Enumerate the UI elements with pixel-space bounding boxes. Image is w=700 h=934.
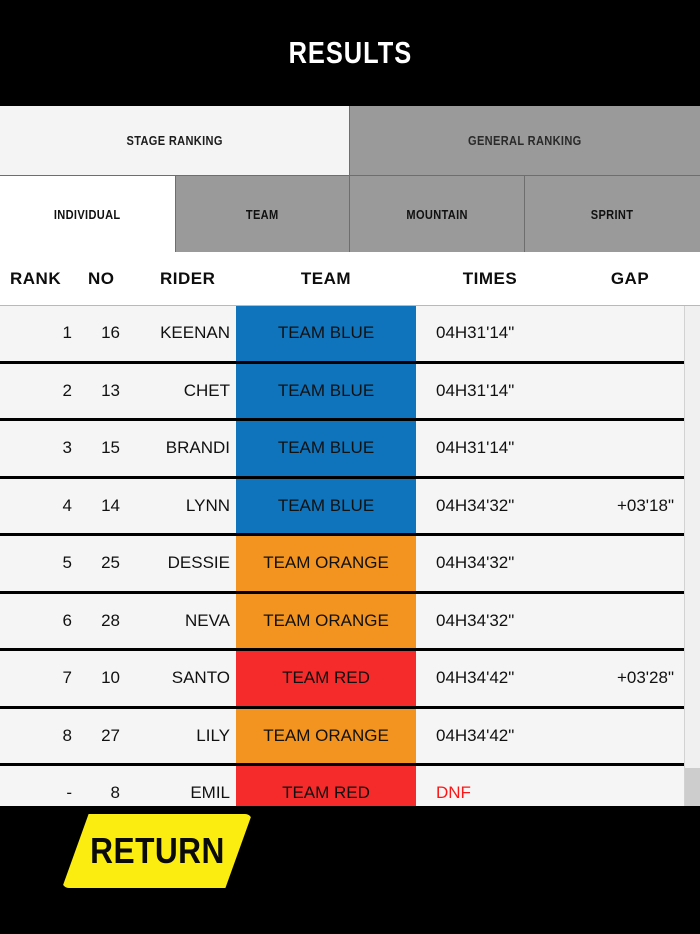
column-header-gap: GAP [610, 269, 650, 288]
cell-no: 28 [101, 610, 120, 630]
tab-general-ranking-label: GENERAL RANKING [468, 133, 582, 148]
cell-rank: - [66, 783, 72, 803]
cell-team: TEAM BLUE [236, 478, 416, 533]
cell-times: DNF [436, 783, 471, 803]
column-header-team: TEAM [300, 269, 352, 288]
cell-no: 16 [101, 323, 120, 343]
cell-team: TEAM RED [236, 766, 416, 806]
results-scrollbar-thumb[interactable] [685, 768, 700, 806]
secondary-tab-bar: INDIVIDUAL TEAM MOUNTAIN SPRINT [0, 176, 700, 252]
results-table-body[interactable]: 1 16 KEENAN TEAM BLUE 04H31'14" 2 13 CHET TEAM B… [0, 306, 700, 806]
cell-rank: 1 [62, 323, 72, 343]
cell-rank: 4 [62, 495, 72, 515]
cell-gap [578, 594, 674, 649]
cell-no: 8 [110, 783, 120, 803]
table-row[interactable]: 4 14 LYNN TEAM BLUE 04H34'32" +03'18" [0, 478, 700, 536]
cell-team: TEAM RED [236, 651, 416, 706]
table-row[interactable]: - 8 EMIL TEAM RED DNF [0, 766, 700, 806]
cell-no: 13 [101, 380, 120, 400]
cell-times: 04H31'14" [436, 438, 515, 458]
cell-gap [578, 421, 674, 476]
return-button[interactable]: RETURN [62, 814, 252, 888]
cell-times: 04H34'42" [436, 668, 515, 688]
table-row[interactable]: 8 27 LILY TEAM ORANGE 04H34'42" [0, 708, 700, 766]
cell-team: TEAM BLUE [236, 363, 416, 418]
cell-rank: 6 [62, 610, 72, 630]
cell-times: 04H34'32" [436, 495, 515, 515]
cell-gap [578, 709, 674, 764]
cell-rank: 7 [62, 668, 72, 688]
table-row[interactable]: 1 16 KEENAN TEAM BLUE 04H31'14" [0, 306, 700, 364]
table-row[interactable]: 7 10 SANTO TEAM RED 04H34'42" +03'28" [0, 651, 700, 709]
column-header-rank: RANK [10, 269, 62, 288]
cell-no: 25 [101, 553, 120, 573]
cell-times: 04H34'32" [436, 610, 515, 630]
tab-stage-ranking-label: STAGE RANKING [126, 133, 223, 148]
cell-rider: BRANDI [165, 438, 230, 458]
cell-no: 10 [101, 668, 120, 688]
tab-general-ranking[interactable]: GENERAL RANKING [350, 106, 700, 176]
cell-rider: NEVA [184, 610, 230, 630]
cell-rider: DESSIE [167, 553, 230, 573]
cell-no: 15 [101, 438, 120, 458]
table-row[interactable]: 6 28 NEVA TEAM ORANGE 04H34'32" [0, 593, 700, 651]
cell-rank: 8 [62, 725, 72, 745]
tab-mountain-label: MOUNTAIN [406, 206, 468, 222]
cell-times: 04H34'42" [436, 725, 515, 745]
cell-no: 27 [101, 725, 120, 745]
title-bar: RESULTS [0, 0, 700, 106]
results-scrollbar-track[interactable] [684, 306, 700, 806]
cell-team: TEAM ORANGE [236, 593, 416, 648]
cell-rider: LILY [196, 725, 230, 745]
results-table-header: RANK NO RIDER TEAM TIMES GAP [0, 252, 700, 306]
cell-rank: 2 [62, 380, 72, 400]
cell-gap [578, 364, 674, 419]
column-header-no: NO [88, 269, 115, 288]
tab-stage-ranking[interactable]: STAGE RANKING [0, 106, 350, 176]
cell-gap [578, 766, 674, 806]
table-row[interactable]: 2 13 CHET TEAM BLUE 04H31'14" [0, 363, 700, 421]
cell-times: 04H34'32" [436, 553, 515, 573]
cell-gap [578, 306, 674, 361]
cell-gap [578, 536, 674, 591]
cell-rider: KEENAN [160, 323, 230, 343]
table-row[interactable]: 5 25 DESSIE TEAM ORANGE 04H34'32" [0, 536, 700, 594]
tab-team[interactable]: TEAM [176, 176, 350, 252]
column-header-times: TIMES [462, 269, 518, 288]
return-button-label: RETURN [89, 830, 225, 871]
tab-team-label: TEAM [246, 206, 279, 222]
cell-rider: CHET [183, 380, 230, 400]
tab-individual[interactable]: INDIVIDUAL [0, 176, 176, 252]
cell-no: 14 [101, 495, 120, 515]
tab-sprint-label: SPRINT [591, 206, 634, 222]
table-row[interactable]: 3 15 BRANDI TEAM BLUE 04H31'14" [0, 421, 700, 479]
cell-team: TEAM ORANGE [236, 536, 416, 591]
page-title: RESULTS [288, 35, 412, 70]
tab-mountain[interactable]: MOUNTAIN [350, 176, 525, 252]
cell-rank: 5 [62, 553, 72, 573]
cell-rider: SANTO [171, 668, 230, 688]
tab-sprint[interactable]: SPRINT [525, 176, 700, 252]
cell-rider: LYNN [185, 495, 230, 515]
cell-rider: EMIL [190, 783, 230, 803]
cell-team: TEAM BLUE [236, 421, 416, 476]
cell-rank: 3 [62, 438, 72, 458]
cell-gap: +03'18" [616, 495, 674, 515]
cell-team: TEAM ORANGE [236, 708, 416, 763]
tab-individual-label: INDIVIDUAL [54, 206, 121, 222]
cell-gap: +03'28" [616, 668, 674, 688]
cell-times: 04H31'14" [436, 380, 515, 400]
cell-team: TEAM BLUE [236, 306, 416, 361]
primary-tab-bar: STAGE RANKING GENERAL RANKING [0, 106, 700, 176]
cell-times: 04H31'14" [436, 323, 515, 343]
column-header-rider: RIDER [160, 269, 216, 288]
